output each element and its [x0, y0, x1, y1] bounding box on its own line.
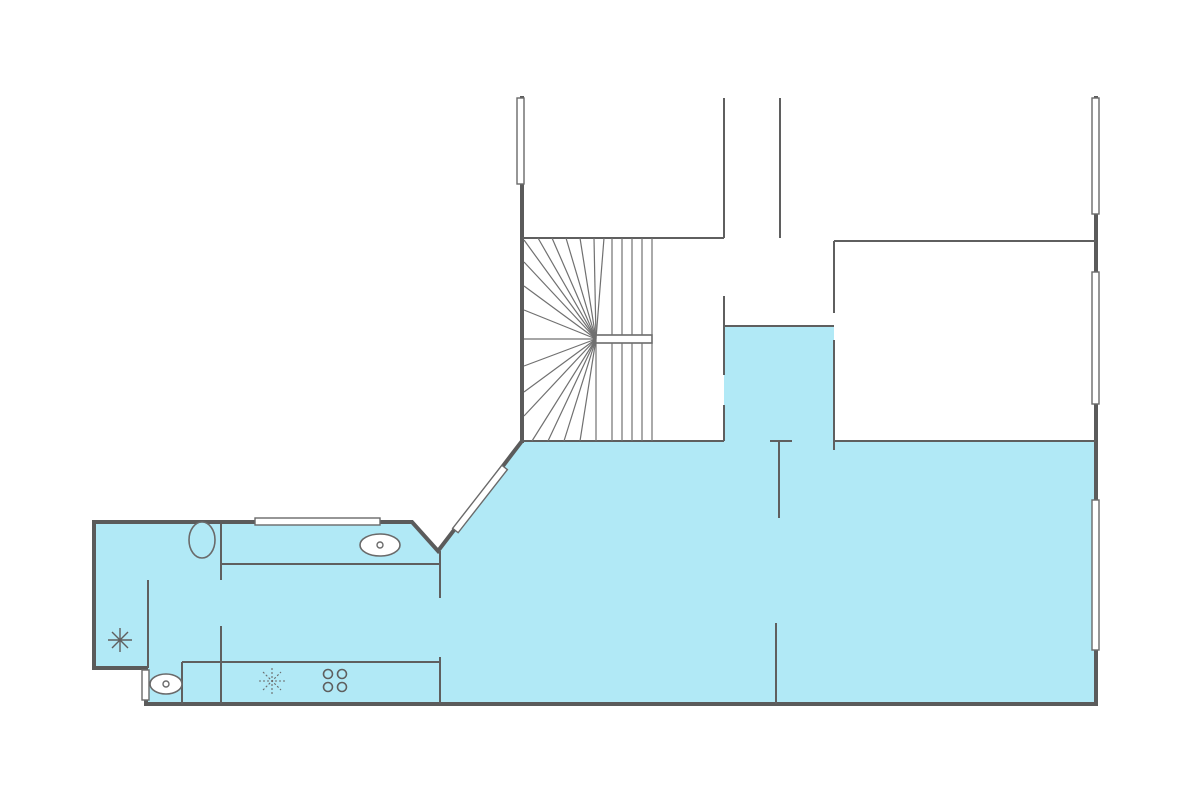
stair-tread	[547, 338, 597, 442]
stair-tread	[537, 237, 597, 340]
stair-tread	[523, 309, 597, 340]
shower-drain-icon	[108, 628, 132, 652]
window-east-top	[1091, 97, 1100, 215]
stair-tread	[523, 285, 597, 340]
staircase	[523, 237, 653, 442]
stair-tread	[593, 237, 597, 340]
window-small-south-west	[141, 669, 150, 701]
wc-icon	[149, 673, 183, 695]
burner-icon	[336, 681, 348, 693]
stair-tread	[551, 237, 597, 340]
window-east-lower	[1091, 499, 1100, 651]
stair-treads	[523, 237, 653, 442]
window-north-west-top	[516, 97, 525, 185]
washbasin-icon	[359, 533, 401, 557]
stair-tread	[579, 237, 597, 340]
window-diagonal	[451, 464, 509, 534]
window-bathroom	[254, 517, 381, 526]
burner-icon	[322, 668, 334, 680]
wc-drain-icon	[162, 680, 170, 688]
stair-tread	[579, 338, 597, 442]
burner-icon	[322, 681, 334, 693]
stair-newel	[593, 334, 653, 344]
kitchen-sink-icon	[259, 668, 285, 694]
stair-tread	[565, 237, 597, 340]
apartment-floor	[94, 326, 1096, 704]
stair-tread	[523, 239, 597, 340]
washbasin-drain-icon	[376, 541, 384, 549]
bathtub-basin-icon	[188, 521, 216, 559]
window-east-mid	[1091, 271, 1100, 405]
stair-tread	[531, 338, 597, 442]
stair-tread	[595, 237, 605, 340]
stair-tread	[523, 338, 597, 417]
stair-tread	[563, 338, 597, 442]
stair-tread	[523, 338, 597, 367]
burner-icon	[336, 668, 348, 680]
cooktop-icon	[322, 668, 348, 693]
stair-tread	[523, 261, 597, 340]
stair-tread	[523, 338, 597, 393]
